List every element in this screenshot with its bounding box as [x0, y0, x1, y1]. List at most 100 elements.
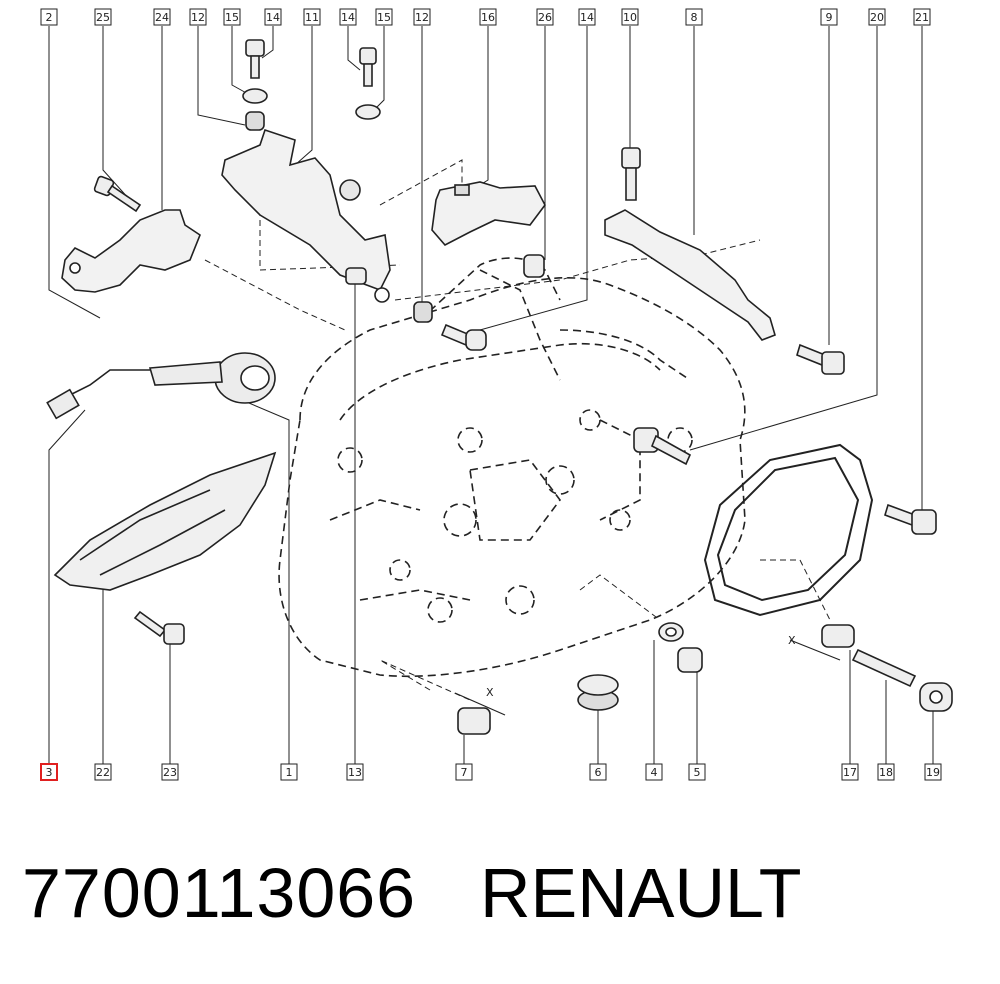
callout-box — [94, 763, 112, 781]
callout-label: 5 — [694, 766, 701, 779]
callout-26: 26 — [536, 8, 554, 26]
callout-box — [94, 8, 112, 26]
part-number: 7700113066 — [22, 854, 417, 932]
bolt-part-23 — [133, 610, 185, 645]
callout-box — [913, 8, 931, 26]
callout-15: 15 — [223, 8, 241, 26]
callout-box — [645, 763, 663, 781]
callout-3: 3 — [40, 763, 58, 781]
callout-10: 10 — [621, 8, 639, 26]
callout-box — [536, 8, 554, 26]
callout-label: 7 — [461, 766, 468, 779]
callout-4: 4 — [645, 763, 663, 781]
cover-plate-part-22 — [53, 451, 277, 591]
callout-box — [455, 763, 473, 781]
callout-label: 11 — [305, 11, 319, 24]
callout-box — [161, 763, 179, 781]
callout-5: 5 — [688, 763, 706, 781]
callout-14: 14 — [339, 8, 357, 26]
dowel-part-17 — [821, 624, 855, 648]
callout-1: 1 — [280, 763, 298, 781]
callout-label: 2 — [46, 11, 53, 24]
plug-part-5 — [677, 647, 703, 673]
bolt-part-14-top-left — [245, 39, 265, 79]
brand-name: RENAULT — [480, 854, 802, 932]
bolt-part-10 — [621, 147, 641, 201]
callout-label: 10 — [623, 11, 637, 24]
callout-box — [413, 8, 431, 26]
callout-6: 6 — [589, 763, 607, 781]
shift-bracket-part-11 — [221, 128, 391, 303]
callout-box — [841, 763, 859, 781]
callout-box — [40, 8, 58, 26]
lever-part-8 — [604, 209, 776, 341]
callout-12: 12 — [413, 8, 431, 26]
callout-17: 17 — [841, 763, 859, 781]
bolt-part-14-center — [440, 323, 487, 351]
callout-8: 8 — [685, 8, 703, 26]
callout-label: 6 — [595, 766, 602, 779]
callout-label: 1 — [286, 766, 293, 779]
callout-label: 14 — [266, 11, 280, 24]
callout-label: 23 — [163, 766, 177, 779]
callout-15: 15 — [375, 8, 393, 26]
callout-19: 19 — [924, 763, 942, 781]
bracket-part-24 — [61, 209, 201, 293]
plate-part-16 — [431, 181, 546, 247]
bushes-part-12 — [245, 111, 433, 323]
callout-21: 21 — [913, 8, 931, 26]
callout-box — [40, 763, 58, 781]
callout-label: 12 — [191, 11, 205, 24]
callout-label: 12 — [415, 11, 429, 24]
bolt-part-25 — [93, 175, 142, 213]
callout-box — [339, 8, 357, 26]
callout-label: 9 — [826, 11, 833, 24]
dimension-x-label: X — [788, 634, 796, 647]
callout-12: 12 — [189, 8, 207, 26]
callout-14: 14 — [264, 8, 282, 26]
leader-lines — [48, 26, 934, 764]
cover-gasket-part-20 — [703, 443, 874, 617]
large-bolt-part-20 — [633, 427, 692, 466]
callout-box — [153, 8, 171, 26]
dimension-x-marks — [454, 639, 841, 716]
bolt-part-14-top-right — [359, 47, 377, 87]
bush-part-7 — [457, 707, 491, 735]
callout-box — [578, 8, 596, 26]
callout-box — [685, 8, 703, 26]
callout-label: 20 — [870, 11, 884, 24]
callout-14: 14 — [578, 8, 596, 26]
bolt-part-21 — [884, 503, 937, 535]
callout-label: 18 — [879, 766, 893, 779]
callout-13: 13 — [346, 763, 364, 781]
bolt-part-9 — [796, 343, 845, 375]
callout-box — [877, 763, 895, 781]
stud-part-13 — [345, 267, 367, 285]
callout-25: 25 — [94, 8, 112, 26]
callout-2: 2 — [40, 8, 58, 26]
bush-part-6 — [577, 674, 619, 711]
callout-label: 15 — [225, 11, 239, 24]
callout-box — [346, 763, 364, 781]
callout-label: 21 — [915, 11, 929, 24]
callout-9: 9 — [820, 8, 838, 26]
callout-box — [589, 763, 607, 781]
callout-row-top: 2 25 24 12 15 14 11 14 15 12 16 26 14 10 8 9 20 21 — [40, 8, 931, 26]
callout-18: 18 — [877, 763, 895, 781]
callout-16: 16 — [479, 8, 497, 26]
callout-box — [621, 8, 639, 26]
callout-box — [820, 8, 838, 26]
callout-box — [868, 8, 886, 26]
callout-20: 20 — [868, 8, 886, 26]
callout-label: 16 — [481, 11, 495, 24]
bolt-part-19 — [919, 682, 953, 712]
callout-label: 15 — [377, 11, 391, 24]
callout-label: 24 — [155, 11, 169, 24]
stud-part-18 — [851, 648, 917, 688]
callout-box — [264, 8, 282, 26]
callout-label: 3 — [46, 766, 53, 779]
callout-label: 22 — [96, 766, 110, 779]
callout-box — [479, 8, 497, 26]
callout-label: 14 — [341, 11, 355, 24]
